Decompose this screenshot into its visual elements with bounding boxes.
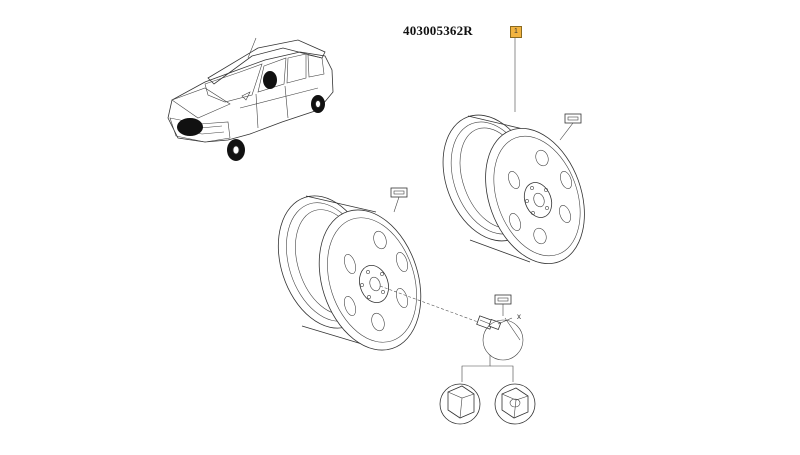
size-tag-lower: [390, 187, 408, 213]
size-tag-bolt: [494, 294, 512, 316]
callout-marker: 1: [510, 26, 522, 38]
nut-detail-flat: [439, 383, 481, 425]
assembly-axis: [379, 285, 479, 323]
part-number-label: 403005362R: [403, 23, 473, 38]
detail-branch-left: [461, 355, 491, 382]
axis-x-label: x: [517, 312, 521, 321]
car-illustration: [167, 37, 334, 161]
bolt-detail-circle: [482, 319, 524, 361]
size-tag-upper: [559, 113, 582, 141]
detail-branch-right: [490, 365, 514, 382]
wheel-rim-rear: [442, 114, 585, 265]
wheel-bolt: [476, 315, 521, 341]
wheel-rim-front: [277, 195, 422, 351]
nut-detail-conical: [494, 383, 536, 425]
